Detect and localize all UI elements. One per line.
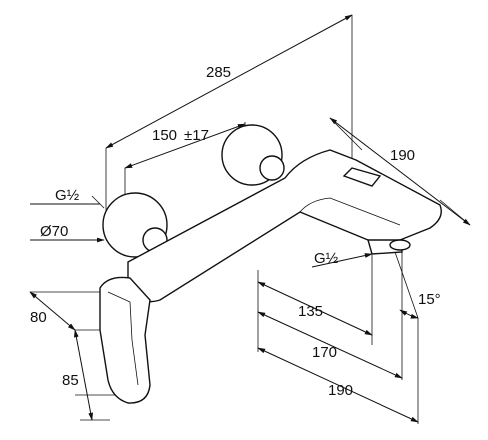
dim-135: 135	[298, 303, 323, 320]
diverter	[389, 239, 411, 251]
dimensions: 285 150 ±17 190 G½ Ø70 G½ 15° 80 85 135 …	[29, 14, 471, 424]
dim-190-top: 190	[390, 147, 415, 164]
dim-80: 80	[30, 309, 47, 326]
dim-150-tolerance: ±17	[184, 127, 209, 144]
dim-line-150	[124, 123, 246, 169]
dim-85: 85	[62, 372, 79, 389]
dim-line-190-top	[329, 117, 471, 226]
dim-line-85	[73, 329, 94, 421]
lever-handle	[99, 276, 151, 404]
outlet-thread-label: G½	[314, 250, 339, 267]
angle-15: 15°	[418, 291, 441, 308]
spout	[127, 149, 442, 303]
dim-285: 285	[206, 64, 231, 81]
right-inlet-nut	[259, 155, 285, 181]
dim-190-bottom: 190	[328, 382, 353, 399]
faucet-body	[99, 124, 442, 404]
rosette-diameter-label: Ø70	[40, 223, 68, 240]
dim-line-190-bottom	[257, 347, 419, 423]
dim-line-285	[105, 14, 353, 149]
dim-170: 170	[312, 344, 337, 361]
inlet-thread-label: G½	[55, 187, 80, 204]
dim-line-80	[29, 291, 76, 331]
dim-150: 150	[152, 127, 177, 144]
